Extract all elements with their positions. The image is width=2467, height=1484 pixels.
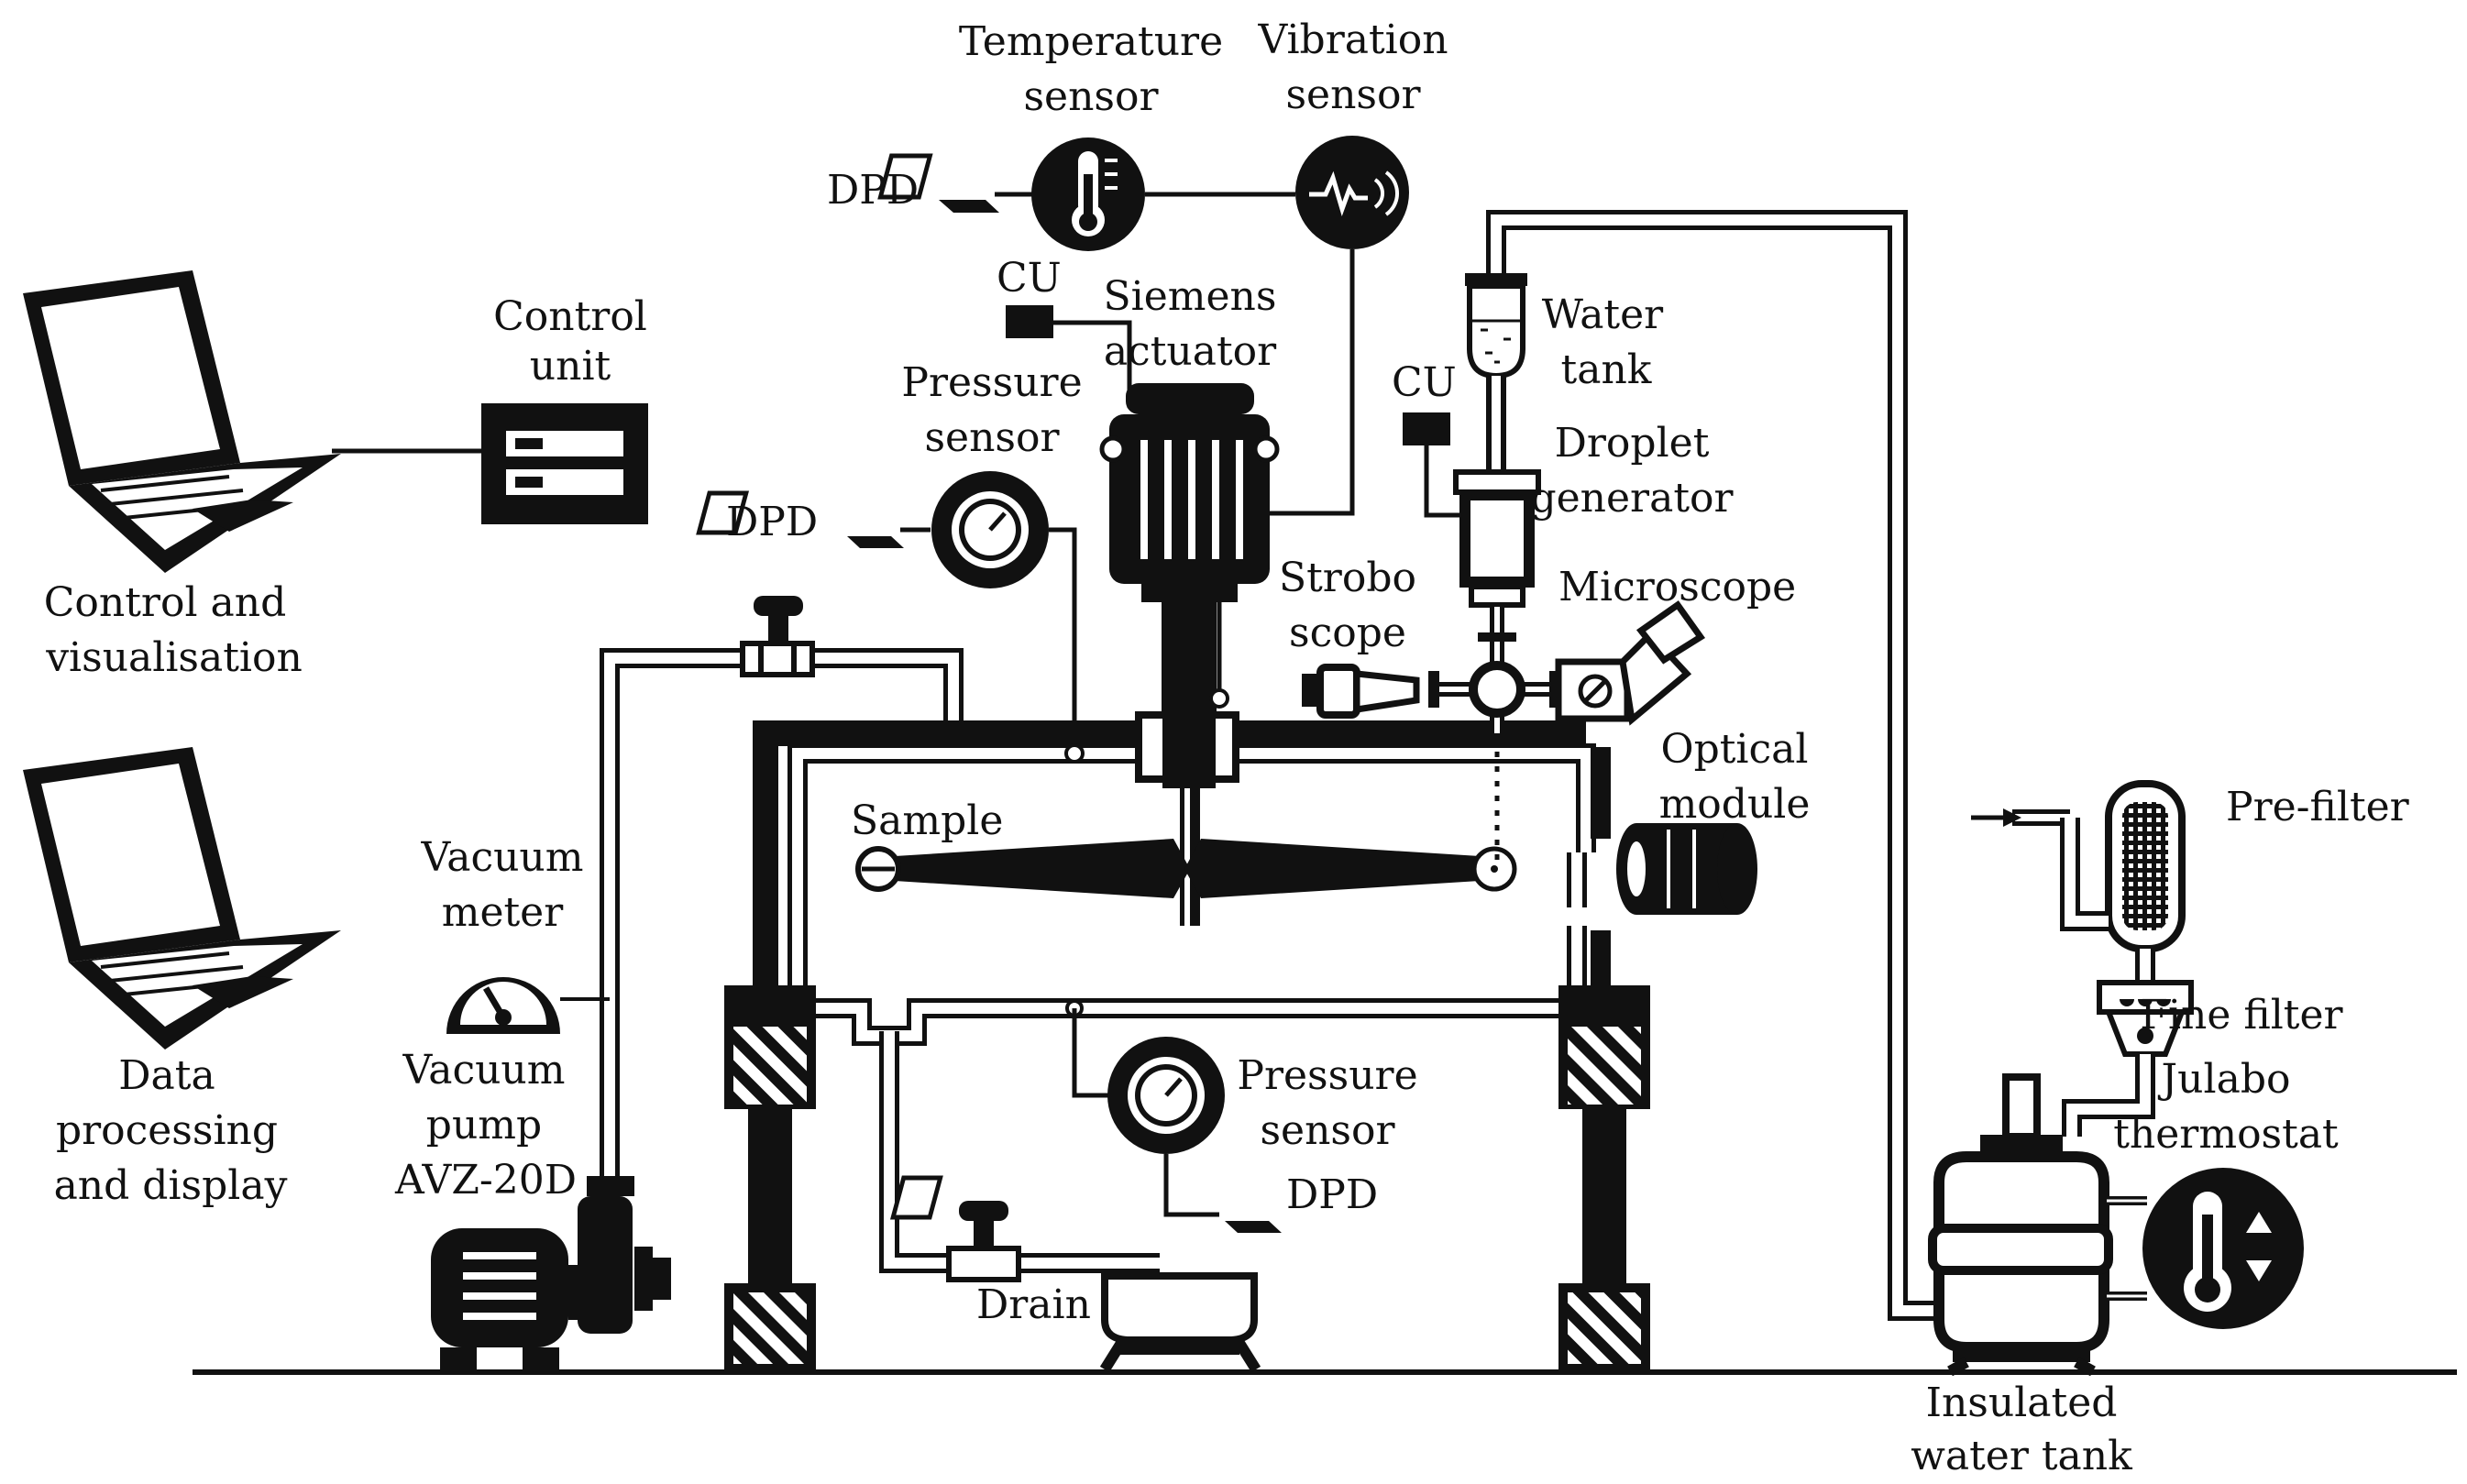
svg-text:Water: Water <box>1542 291 1664 338</box>
label-vacuum-pump: Vacuum pump AVZ-20D <box>394 1047 577 1204</box>
svg-text:sensor: sensor <box>1285 71 1421 118</box>
label-siemens-actuator: Siemens actuator <box>1104 273 1278 375</box>
svg-text:AVZ-20D: AVZ-20D <box>394 1157 577 1204</box>
svg-text:sensor: sensor <box>1260 1107 1395 1154</box>
label-drain: Drain <box>976 1281 1091 1328</box>
svg-text:sensor: sensor <box>1023 73 1159 120</box>
label-fine-filter: Fine filter <box>2140 992 2343 1039</box>
svg-text:sensor: sensor <box>924 414 1060 461</box>
thermometer-icon <box>1031 137 1145 251</box>
svg-text:meter: meter <box>442 889 564 936</box>
pressure-top-line <box>1049 527 1077 753</box>
left-leg <box>724 985 816 1370</box>
laptop-data-icon <box>23 747 341 1050</box>
cu-droplet-cable <box>1424 445 1469 518</box>
right-leg <box>1558 985 1650 1370</box>
svg-text:scope: scope <box>1289 610 1406 656</box>
svg-text:tank: tank <box>1561 346 1652 393</box>
dpd-bottom-icon <box>889 1175 1282 1233</box>
label-cu-droplet: CU <box>1392 359 1457 406</box>
label-julabo-thermostat: Julabo thermostat <box>2113 1056 2339 1158</box>
label-control-visualisation: Control and visualisation <box>44 579 303 681</box>
svg-text:Vibration: Vibration <box>1257 16 1448 63</box>
svg-text:Control: Control <box>493 293 647 340</box>
svg-text:Droplet: Droplet <box>1555 420 1710 467</box>
valve-top-icon <box>740 596 815 677</box>
vibration-cable <box>1217 249 1355 697</box>
label-pressure-sensor-bottom: Pressure sensor <box>1237 1052 1417 1154</box>
svg-text:Strobo: Strobo <box>1279 555 1416 601</box>
cu-actuator-cable <box>1053 320 1132 408</box>
siemens-actuator-icon <box>1099 383 1280 721</box>
label-control-unit: Control unit <box>493 293 647 390</box>
label-dpd-bottom: DPD <box>1286 1171 1378 1218</box>
label-sample: Sample <box>851 797 1003 844</box>
label-pressure-sensor-top: Pressure sensor <box>901 359 1082 461</box>
cu-actuator-icon <box>1006 305 1053 338</box>
drain-tub-icon <box>1099 1272 1261 1373</box>
vacuum-meter-icon <box>446 977 560 1034</box>
cu-droplet-icon <box>1403 412 1450 445</box>
svg-text:processing: processing <box>56 1107 278 1154</box>
julabo-thermostat-icon <box>2142 1168 2304 1329</box>
label-dpd-top: DPD <box>827 167 919 214</box>
svg-text:Pressure: Pressure <box>901 359 1082 406</box>
svg-text:Pressure: Pressure <box>1237 1052 1417 1099</box>
water-tank-icon <box>1465 273 1527 379</box>
droplet-generator-icon <box>1453 469 1541 608</box>
label-temperature-sensor: Temperature sensor <box>959 18 1223 120</box>
label-pre-filter: Pre-filter <box>2226 784 2410 830</box>
optical-module-icon <box>1616 823 1757 915</box>
microscope-icon <box>1555 600 1706 726</box>
laptop-control-icon <box>23 270 341 573</box>
label-optical-module: Optical module <box>1659 726 1811 828</box>
label-vacuum-meter: Vacuum meter <box>420 834 583 936</box>
svg-text:Insulated: Insulated <box>1926 1380 2118 1426</box>
svg-text:actuator: actuator <box>1104 328 1277 375</box>
svg-text:module: module <box>1659 781 1811 828</box>
actuator-flange-icon <box>1135 706 1239 926</box>
stroboscope-icon <box>1302 664 1420 719</box>
svg-text:generator: generator <box>1530 475 1734 522</box>
svg-text:thermostat: thermostat <box>2113 1111 2339 1158</box>
valve-drain-icon <box>946 1201 1021 1282</box>
svg-text:Vacuum: Vacuum <box>420 834 583 881</box>
label-microscope: Microscope <box>1558 564 1796 610</box>
svg-text:Julabo: Julabo <box>2158 1056 2291 1103</box>
label-cu-actuator: CU <box>997 255 1062 302</box>
svg-text:Data: Data <box>118 1052 215 1099</box>
dpd-pressure-top-icon <box>696 490 904 548</box>
vacuum-pump-icon <box>431 1196 671 1370</box>
svg-text:visualisation: visualisation <box>45 634 303 681</box>
dpd-top-icon <box>877 153 999 213</box>
pressure-gauge-bottom-icon <box>1107 1037 1225 1154</box>
svg-text:Vacuum: Vacuum <box>402 1047 565 1094</box>
label-vibration-sensor: Vibration sensor <box>1257 16 1448 118</box>
svg-text:Temperature: Temperature <box>959 18 1223 65</box>
svg-text:Control and: Control and <box>44 579 287 626</box>
fine-filter-icon <box>2097 980 2194 1057</box>
pressure-bottom-line <box>1072 1008 1111 1098</box>
svg-text:Optical: Optical <box>1661 726 1809 773</box>
label-data-processing: Data processing and display <box>54 1052 288 1209</box>
microscope-cross-icon <box>1428 607 1560 742</box>
label-droplet-generator: Droplet generator <box>1530 420 1734 522</box>
svg-text:and display: and display <box>54 1162 288 1209</box>
label-water-tank: Water tank <box>1542 291 1664 393</box>
sample-icon <box>855 839 1517 898</box>
label-dpd-pressure-top: DPD <box>726 499 818 545</box>
svg-text:unit: unit <box>530 343 611 390</box>
control-unit-icon <box>481 403 648 524</box>
svg-text:Siemens: Siemens <box>1104 273 1277 320</box>
vibration-icon <box>1295 136 1409 249</box>
svg-text:water tank: water tank <box>1911 1433 2132 1479</box>
svg-text:pump: pump <box>426 1102 542 1149</box>
pressure-gauge-top-icon <box>931 471 1049 588</box>
label-stroboscope: Strobo scope <box>1279 555 1416 656</box>
insulated-tank-icon <box>1928 1073 2113 1377</box>
label-insulated-water-tank: Insulated water tank <box>1911 1380 2132 1479</box>
